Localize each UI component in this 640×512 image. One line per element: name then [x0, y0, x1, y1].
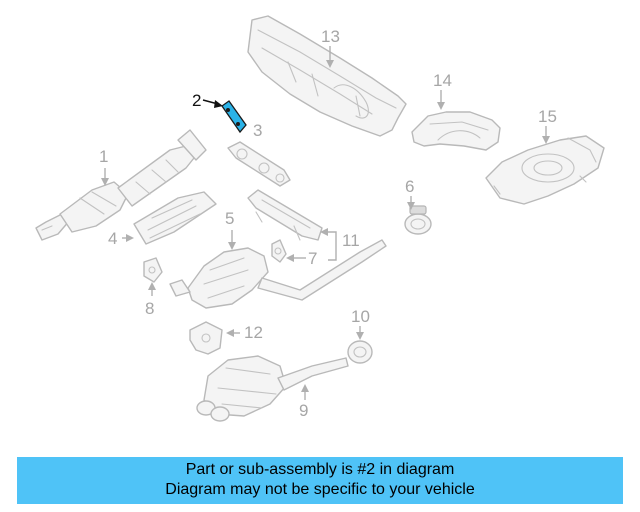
callout-11: 11: [342, 231, 360, 250]
exhaust-parts-diagram: 13 14 15 2 3: [35, 15, 605, 422]
part-13-heat-shield: [247, 15, 407, 137]
part-8-rubber-mount: [143, 257, 163, 283]
part-1-catalytic-converter: [35, 129, 207, 241]
callout-14: 14: [433, 71, 452, 90]
callout-15: 15: [538, 107, 557, 126]
part-15-floor-shield: [485, 135, 605, 205]
callout-12: 12: [244, 323, 263, 342]
part-10-clamp: [347, 340, 373, 364]
callout-2: 2: [192, 91, 201, 110]
callout-3: 3: [253, 121, 262, 140]
banner-line-2: Diagram may not be specific to your vehi…: [165, 481, 475, 498]
info-banner: Part or sub-assembly is #2 in diagram Di…: [17, 457, 623, 504]
part-11-bracket: [247, 189, 323, 241]
banner-line-1: Part or sub-assembly is #2 in diagram: [185, 461, 455, 478]
part-5-center-muffler: [169, 239, 387, 309]
part-2-gasket-highlighted: [221, 100, 247, 134]
callout-9: 9: [299, 401, 308, 420]
part-3-flange: [227, 141, 291, 187]
callout-1: 1: [99, 147, 108, 166]
part-14-manifold-shield: [411, 111, 501, 151]
callout-10: 10: [351, 307, 370, 326]
callout-5: 5: [225, 209, 234, 228]
callout-8: 8: [145, 299, 154, 318]
callout-7: 7: [308, 249, 317, 268]
part-4-shield-pad: [133, 191, 217, 245]
callout-4: 4: [108, 229, 117, 248]
part-6-clamp: [404, 205, 432, 235]
part-7-hanger: [271, 239, 287, 263]
part-12-hanger-bracket: [189, 321, 223, 355]
part-9-rear-muffler: [196, 355, 349, 422]
callout-13: 13: [321, 27, 340, 46]
callout-6: 6: [405, 177, 414, 196]
